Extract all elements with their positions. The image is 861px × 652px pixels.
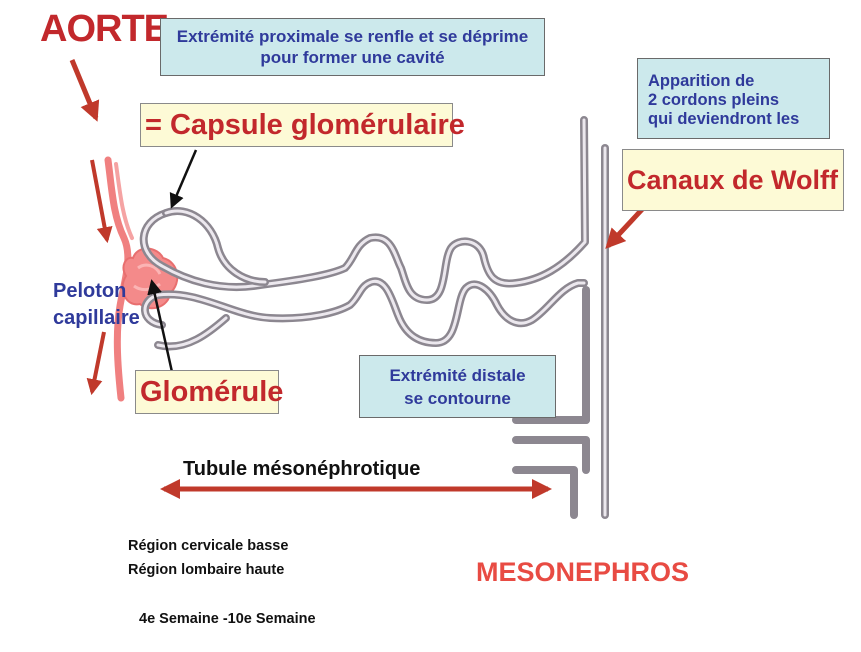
- proximal-line-1: Extrémité proximale se renfle et se dépr…: [176, 27, 529, 46]
- proximal-line-2: pour former une cavité: [260, 48, 445, 67]
- distal-line-1: Extrémité distale: [389, 365, 526, 385]
- region-cervicale-text: Région cervicale basse: [128, 538, 289, 554]
- canaux-wolff-box: Canaux de Wolff: [622, 149, 844, 211]
- aorte-arrow: [69, 59, 100, 122]
- peloton-capillaire-label: Peloton capillaire: [53, 278, 140, 332]
- capsule-label: = Capsule glomérulaire: [145, 108, 465, 141]
- distal-extremity-box: Extrémité distale se contourne: [359, 355, 556, 418]
- blood-flow-arrow-bottom: [86, 331, 106, 396]
- glomerule-pointer: [147, 279, 174, 373]
- aorte-label: AORTE: [40, 8, 169, 50]
- tubule-label: Tubule mésonéphrotique: [183, 458, 421, 480]
- wolffian-duct: [512, 144, 609, 519]
- capsule-glomerulaire-box: = Capsule glomérulaire: [140, 103, 465, 147]
- apparition-line-3: qui deviendront les: [648, 110, 800, 128]
- apparition-line-1: Apparition de: [648, 72, 755, 90]
- glomerule-box: Glomérule: [135, 370, 283, 414]
- blood-flow-arrow-top: [90, 159, 113, 244]
- distal-line-2: se contourne: [404, 388, 511, 408]
- peloton-line-2: capillaire: [53, 307, 140, 329]
- proximal-extremity-box: Extrémité proximale se renfle et se dépr…: [160, 18, 545, 76]
- capsule-pointer: [169, 149, 198, 209]
- mesonephros-title: MESONEPHROS: [476, 557, 690, 587]
- apparition-box: Apparition de 2 cordons pleins qui devie…: [637, 58, 830, 139]
- region-lombaire-text: Région lombaire haute: [128, 562, 285, 578]
- canaux-wolff-label: Canaux de Wolff: [627, 164, 839, 195]
- apparition-line-2: 2 cordons pleins: [648, 91, 780, 109]
- peloton-line-1: Peloton: [53, 280, 127, 302]
- semaine-text: 4e Semaine -10e Semaine: [139, 611, 316, 627]
- glomerule-label: Glomérule: [140, 375, 284, 408]
- mesonephric-tubule: [139, 116, 589, 351]
